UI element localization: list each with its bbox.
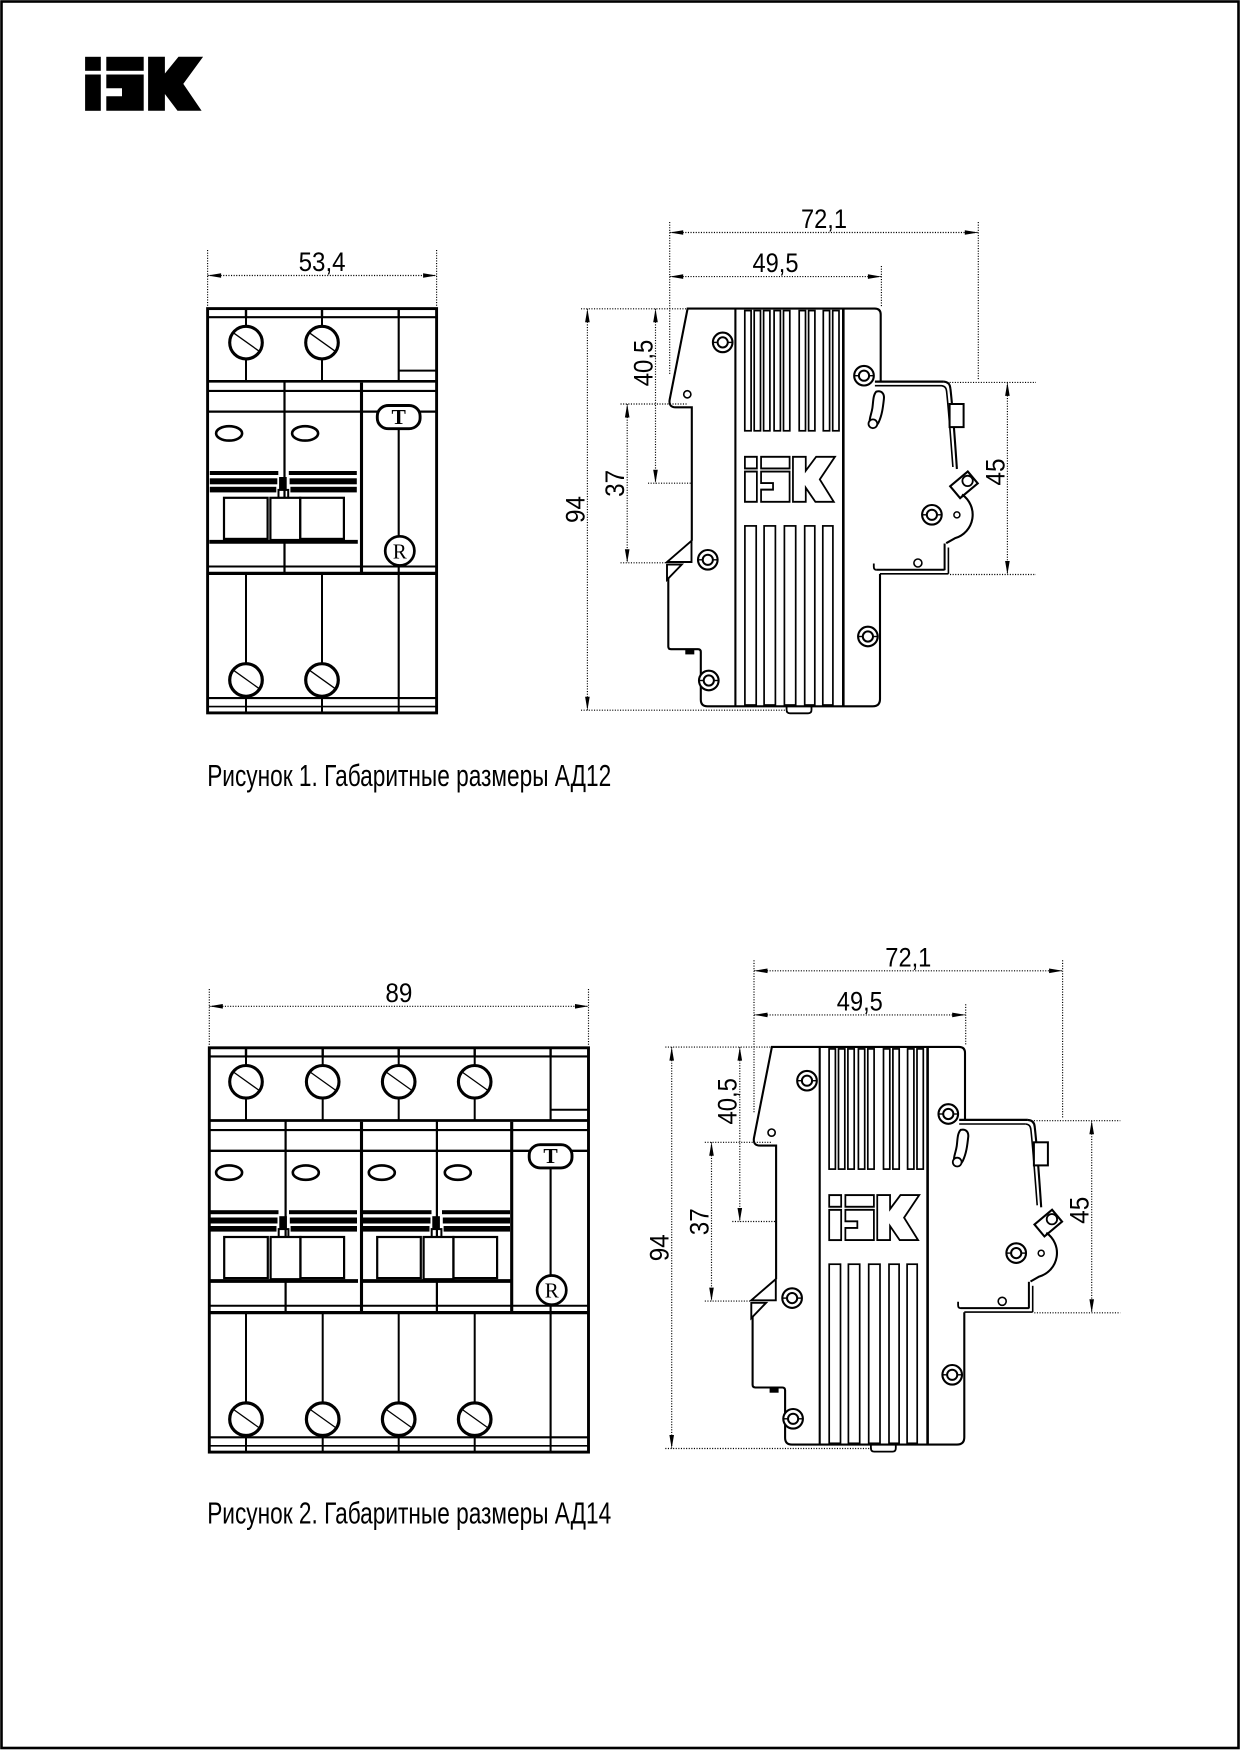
svg-text:R: R (545, 1279, 559, 1303)
svg-text:37: 37 (600, 470, 630, 497)
svg-text:T: T (543, 1144, 558, 1168)
svg-text:89: 89 (385, 978, 412, 1008)
svg-text:49,5: 49,5 (753, 248, 799, 278)
svg-text:45: 45 (980, 459, 1010, 486)
svg-text:R: R (393, 539, 407, 563)
svg-text:40,5: 40,5 (628, 340, 658, 387)
svg-text:Рисунок 1. Габаритные размеры: Рисунок 1. Габаритные размеры АД12 (207, 759, 611, 793)
svg-text:53,4: 53,4 (299, 247, 346, 277)
svg-text:94: 94 (560, 496, 590, 523)
svg-text:Рисунок 2. Габаритные размеры: Рисунок 2. Габаритные размеры АД14 (207, 1497, 611, 1531)
svg-text:T: T (392, 405, 407, 429)
svg-text:72,1: 72,1 (801, 204, 847, 234)
